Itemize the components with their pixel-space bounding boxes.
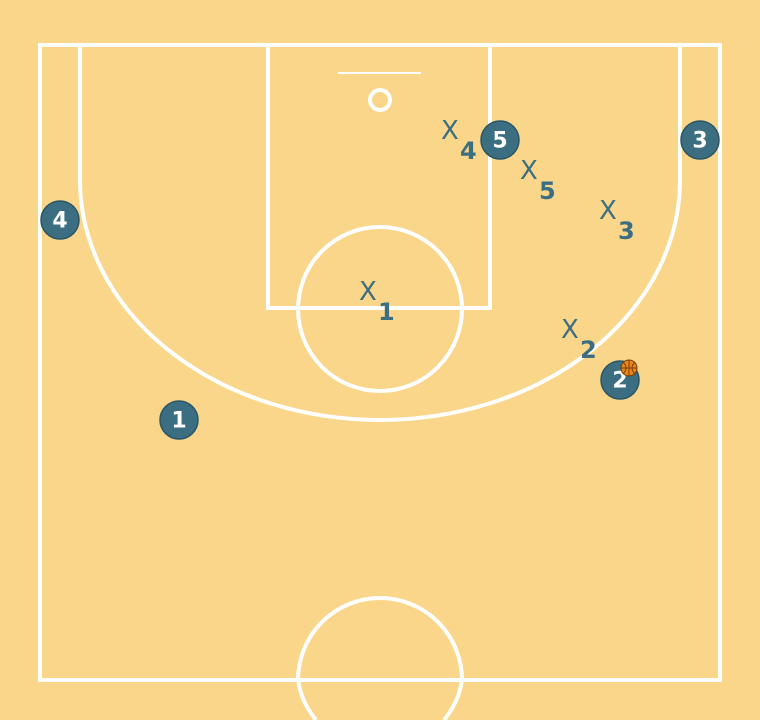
basketball-icon	[620, 359, 638, 377]
svg-text:4: 4	[460, 137, 477, 165]
hoop	[368, 88, 392, 112]
svg-text:2: 2	[612, 369, 627, 394]
svg-text:X: X	[561, 315, 579, 345]
svg-text:X: X	[441, 116, 459, 146]
svg-text:3: 3	[618, 217, 635, 245]
defender-x1: X 1	[359, 277, 395, 326]
defender-x5: X 5	[520, 156, 556, 205]
paint-key	[266, 43, 492, 310]
svg-text:1: 1	[171, 409, 186, 434]
defender-x3: X 3	[599, 196, 635, 245]
center-circle-lower-right	[442, 679, 464, 720]
svg-text:3: 3	[692, 129, 707, 154]
svg-text:1: 1	[378, 298, 395, 326]
center-circle-lower-left	[296, 679, 318, 720]
offense-player-1: 1	[159, 400, 199, 440]
svg-text:5: 5	[539, 177, 556, 205]
center-circle	[296, 596, 464, 681]
free-throw-circle	[296, 225, 464, 393]
svg-text:2: 2	[580, 336, 597, 364]
defender-x2: X 2	[561, 315, 597, 364]
svg-text:5: 5	[492, 129, 507, 154]
three-point-line	[78, 45, 682, 422]
offense-player-4: 4	[40, 200, 80, 240]
svg-text:X: X	[359, 277, 377, 307]
offense-player-3: 3	[680, 120, 720, 160]
svg-text:X: X	[520, 156, 538, 186]
svg-text:4: 4	[52, 209, 67, 234]
defender-x4: X 4	[441, 116, 477, 165]
svg-text:X: X	[599, 196, 617, 226]
offense-player-5: 5	[480, 120, 520, 160]
